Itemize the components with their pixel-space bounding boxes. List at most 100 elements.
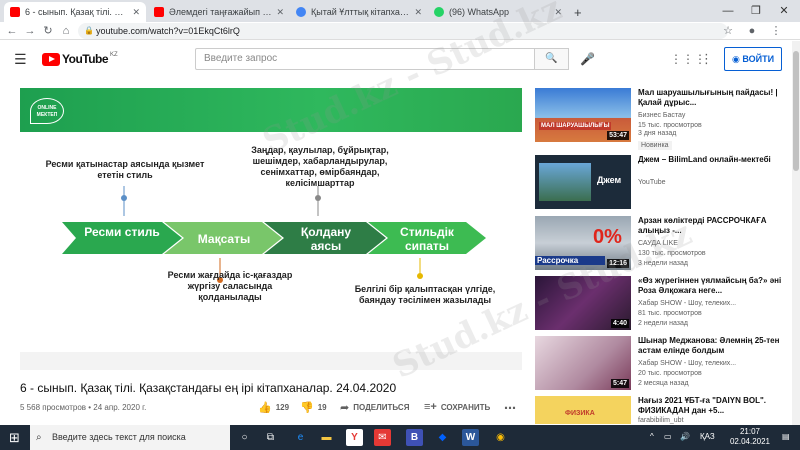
tab-close-icon[interactable]: ✕ (554, 6, 562, 17)
taskbar-search-input[interactable]: ⌕ Введите здесь текст для поиска (30, 425, 230, 450)
file-explorer-icon[interactable]: ▬ (321, 432, 332, 443)
browser-tab-youtube-active[interactable]: 6 - сынып. Қазақ тілі. Қаза ✕ (4, 2, 146, 22)
recommendation-title: Джем – BilimLand онлайн-мектебі (638, 155, 771, 164)
minimize-icon[interactable]: — (722, 5, 734, 17)
new-tab-button[interactable]: + (574, 4, 582, 20)
recommendation-item[interactable]: 0% Рассрочка 12:16 Арзан көліктерді РАСС… (535, 216, 795, 276)
settings-more-icon[interactable]: ⋮ (700, 51, 713, 66)
vk-app-icon[interactable]: В (406, 429, 423, 446)
microphone-icon[interactable]: 🎤 (580, 52, 595, 66)
recommendation-channel: Бизнес Бастау (638, 112, 686, 119)
recommendation-item[interactable]: МАЛ ШАРУАШЫЛЫҒЫ 53:47 Мал шаруашылығының… (535, 88, 795, 150)
apps-grid-icon[interactable]: ⋮⋮⋮ (670, 52, 706, 66)
keyboard-language[interactable]: ҚАЗ (700, 432, 715, 441)
search-button[interactable]: 🔍 (535, 48, 569, 70)
video-thumbnail[interactable]: 0% Рассрочка 12:16 (535, 216, 631, 270)
page-scrollbar[interactable] (792, 41, 800, 425)
video-thumbnail[interactable]: 4:40 (535, 276, 631, 330)
youtube-play-logo-icon (42, 52, 60, 66)
sign-in-button[interactable]: ◉ ВОЙТИ (724, 47, 782, 71)
scrollbar-thumb[interactable] (793, 51, 799, 171)
chevron-label-3: Қолдану аясы (300, 225, 352, 253)
video-duration: 53:47 (607, 131, 629, 140)
tab-title: Қытай Ұлттық кітапханасы - Go (311, 7, 410, 17)
chevron-1 (62, 222, 182, 254)
lock-icon: 🔒 (84, 26, 94, 35)
address-bar[interactable]: 🔒 youtube.com/watch?v=01EkqCt6lrQ (78, 23, 728, 39)
share-button[interactable]: ➦ПОДЕЛИТЬСЯ (340, 401, 409, 414)
youtube-favicon-icon (154, 7, 164, 17)
logo-text: YouTube (62, 52, 109, 66)
video-thumbnail[interactable]: Джем (535, 155, 631, 209)
recommendation-channel: farabibilim_ubt (638, 417, 684, 424)
word-icon[interactable]: W (462, 429, 479, 446)
recommendation-item[interactable]: ФИЗИКА Нағыз 2021 ҰБТ-ға "DAIYN BOL". ФИ… (535, 396, 795, 424)
bookmark-star-icon[interactable]: ☆ (723, 25, 733, 37)
forward-arrow-icon[interactable]: → (24, 25, 36, 37)
windows-start-icon[interactable]: ⊞ (9, 430, 20, 445)
video-thumbnail[interactable]: 5:47 (535, 336, 631, 390)
browser-tab-4[interactable]: (96) WhatsApp ✕ (428, 2, 568, 22)
browser-tabstrip: 6 - сынып. Қазақ тілі. Қаза ✕ Әлемдегі т… (0, 0, 800, 22)
restore-icon[interactable]: ❐ (751, 5, 761, 17)
whatsapp-favicon-icon (434, 7, 444, 17)
browser-menu-icon[interactable]: ⋮ (770, 25, 782, 37)
video-thumbnail[interactable]: ФИЗИКА (535, 396, 631, 424)
notifications-icon[interactable]: ▤ (782, 432, 790, 441)
tab-close-icon[interactable]: ✕ (132, 6, 140, 17)
connector-dot-2 (217, 277, 223, 283)
slide-text-bottom-right: Белгілі бір қалыптасқан үлгіде, баяндау … (354, 284, 496, 305)
recommendation-age: 2 месяца назад (638, 380, 689, 387)
chrome-icon[interactable]: ◉ (496, 432, 505, 443)
recommendation-item[interactable]: Джем Джем – BilimLand онлайн-мектебі You… (535, 155, 795, 215)
clock-time: 21:07 (739, 427, 761, 436)
browser-tab-3[interactable]: Қытай Ұлттық кітапханасы - Go ✕ (290, 2, 428, 22)
recommendation-item[interactable]: 5:47 Шынар Меджанова: Әлемнің 25-тен аст… (535, 336, 795, 396)
yandex-icon[interactable]: Y (346, 429, 363, 446)
share-arrow-icon: ➦ (340, 402, 350, 414)
thumbnail-image (539, 163, 591, 201)
task-view-icon[interactable]: ○ (241, 432, 248, 443)
video-player[interactable]: ONLINE МЕКТЕП Ресми қатынастар аясында қ… (20, 88, 522, 370)
clock-date: 02.04.2021 (729, 437, 771, 446)
network-icon[interactable]: ▭ (664, 432, 672, 441)
recommendation-title: «Өз жүрегіннен үялмайсың ба?» әні Роза Ә… (638, 276, 782, 295)
slide-text-top-right: Заңдар, қаулылар, бұйрықтар, шешімдер, х… (251, 145, 389, 188)
tab-close-icon[interactable]: ✕ (276, 6, 284, 17)
like-button[interactable]: 👍129 (258, 401, 289, 414)
taskbar-clock[interactable]: 21:07 02.04.2021 (724, 427, 776, 447)
home-icon[interactable]: ⌂ (62, 25, 70, 37)
profile-icon[interactable]: ● (748, 25, 756, 37)
more-actions-icon[interactable]: ⋯ (504, 401, 516, 415)
recommendation-channel: Хабар SHOW - Шоу, телеких... (638, 360, 737, 367)
slide-diagram (62, 186, 486, 283)
taskbar-search-placeholder: Введите здесь текст для поиска (52, 432, 186, 442)
mail-icon[interactable]: ✉ (374, 429, 391, 446)
dropbox-icon[interactable]: ◆ (438, 432, 447, 443)
volume-icon[interactable]: 🔊 (680, 432, 690, 441)
windows-taskbar: ⊞ ⌕ Введите здесь текст для поиска ○ ⧉ e… (0, 425, 800, 450)
slide-top-band (20, 88, 522, 132)
window-close-icon[interactable]: ✕ (779, 5, 789, 17)
recommendation-views: 81 тыс. просмотров (638, 310, 702, 317)
recommendation-channel: Хабар SHOW - Шоу, телеких... (638, 300, 737, 307)
recommendation-title: Нағыз 2021 ҰБТ-ға "DAIYN BOL". ФИЗИКАДАН… (638, 396, 766, 415)
hamburger-menu-icon[interactable]: ☰ (14, 51, 27, 67)
edge-browser-icon[interactable]: e (297, 432, 304, 443)
search-placeholder: Введите запрос (204, 53, 278, 64)
account-icon: ◉ (731, 54, 740, 64)
dislike-button[interactable]: 👎19 (300, 401, 327, 414)
tray-chevron-icon[interactable]: ^ (650, 432, 654, 441)
youtube-logo[interactable]: YouTube KZ (42, 52, 118, 66)
recommendation-item[interactable]: 4:40 «Өз жүрегіннен үялмайсың ба?» әні Р… (535, 276, 795, 336)
browser-tab-2[interactable]: Әлемдегі таңғажайып кітапхана ✕ (148, 2, 290, 22)
reload-icon[interactable]: ↻ (43, 25, 53, 37)
task-switch-icon[interactable]: ⧉ (266, 432, 275, 443)
video-thumbnail[interactable]: МАЛ ШАРУАШЫЛЫҒЫ 53:47 (535, 88, 631, 142)
back-arrow-icon[interactable]: ← (6, 25, 18, 37)
search-input[interactable]: Введите запрос (195, 48, 535, 70)
browser-toolbar: ← → ↻ ⌂ 🔒 youtube.com/watch?v=01EkqCt6lr… (0, 22, 800, 40)
tab-title: 6 - сынып. Қазақ тілі. Қаза (25, 7, 129, 17)
save-button[interactable]: ≡+СОХРАНИТЬ (424, 401, 490, 413)
tab-close-icon[interactable]: ✕ (414, 6, 422, 17)
